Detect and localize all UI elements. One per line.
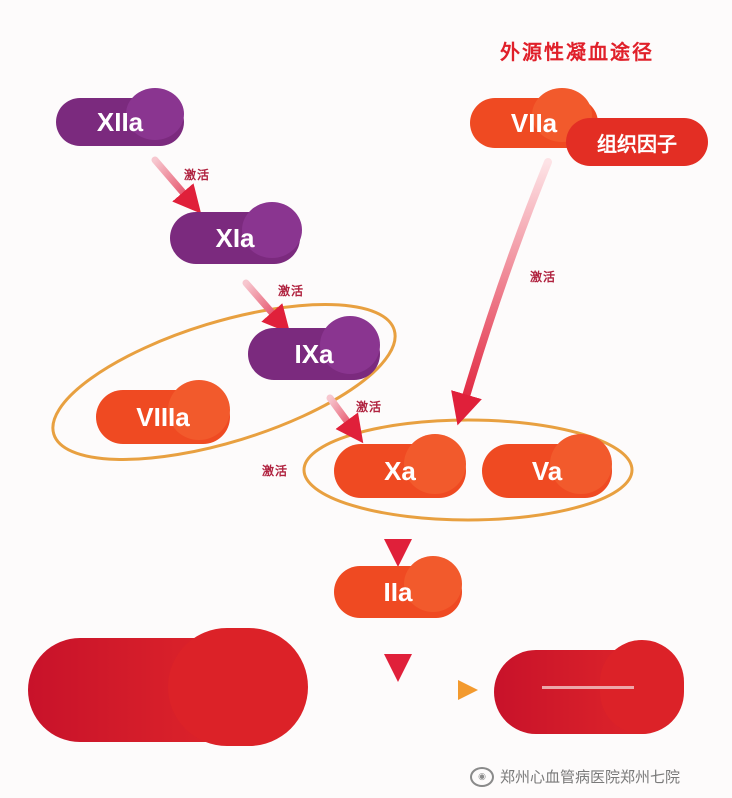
label-activate-4: 激活 (262, 464, 289, 478)
tissue-factor-label: 组织因子 (566, 118, 708, 166)
arrow-xia-ixa (242, 279, 291, 334)
fibrinogen-blob (28, 628, 308, 746)
node-xa: Xa (334, 434, 466, 498)
node-va: Va (482, 434, 612, 498)
watermark: ◉ 郑州心血管病医院郑州七院 (470, 766, 680, 787)
weibo-eye-icon: ◉ (470, 766, 494, 787)
label-activate-5: 激活 (530, 270, 557, 284)
ring-ixa-viiia (51, 303, 397, 461)
node-xiia: XIIa (56, 88, 184, 146)
node-viiia: VIIIa (96, 380, 230, 444)
node-xia: XIa (170, 202, 302, 264)
label-activate-1: 激活 (184, 168, 211, 182)
node-ixa: IXa (248, 316, 380, 380)
fibrin-clot-blob (494, 640, 684, 734)
arrow-ixa-xa (326, 394, 364, 444)
node-iia: IIa (334, 556, 462, 618)
label-activate-2: 激活 (278, 284, 305, 298)
arrow-xiia-xia (151, 156, 202, 214)
arrow-viia-xa (451, 158, 552, 426)
fibrin-strand (542, 686, 634, 689)
page-title: 外源性凝血途径 (500, 40, 654, 64)
label-activate-3: 激活 (356, 400, 383, 414)
